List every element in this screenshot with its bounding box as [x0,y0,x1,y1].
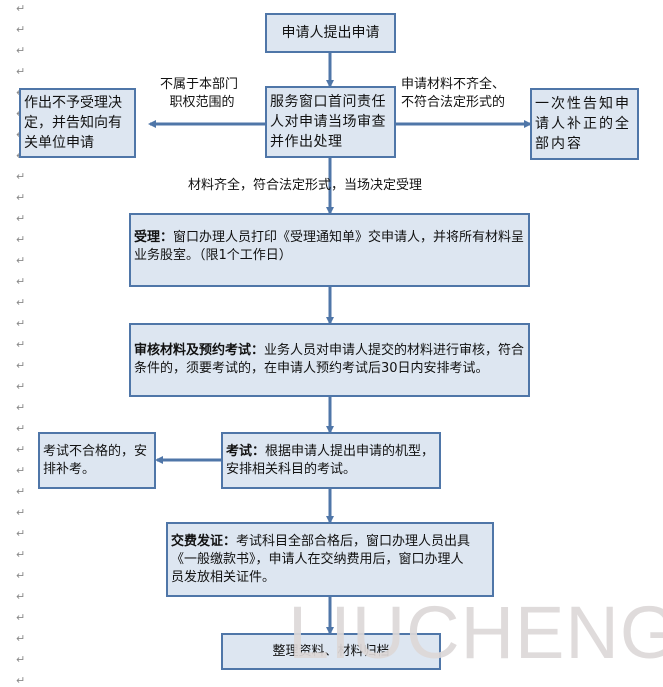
paragraph-mark-icon: ↵ [16,569,26,582]
paragraph-mark-icon: ↵ [16,380,26,393]
paragraph-mark-icon: ↵ [16,653,26,666]
node-retake: 考试不合格的，安排补考。 [38,432,156,489]
paragraph-mark-icon: ↵ [16,254,26,267]
node-audit-content: 审核材料及预约考试：业务人员对申请人提交的材料进行审核，符合条件的，须要考试的，… [134,342,525,378]
edge-label-complete: 材料齐全，符合法定形式，当场决定受理 [188,178,423,193]
paragraph-mark-icon: ↵ [16,443,26,456]
edge-label-incomplete-line1: 申请材料不齐全、 [401,77,506,92]
node-accept-title: 受理： [134,230,174,245]
paragraph-mark-icon: ↵ [16,212,26,225]
node-review: 服务窗口首问责任人对申请当场审查并作出处理 [265,86,396,158]
paragraph-mark-icon: ↵ [16,296,26,309]
node-issue: 交费发证：考试科目全部合格后，窗口办理人员出具《一般缴款书》，申请人在交纳费用后… [166,522,494,597]
edge-label-not-in-scope-line2: 职权范围的 [169,95,235,110]
paragraph-mark-icon: ↵ [16,338,26,351]
watermark: LIUCHENG [288,591,663,674]
node-exam-text: 根据申请人提出申请的机型，安排相关科目的考试。 [226,443,435,477]
paragraph-mark-icon: ↵ [16,23,26,36]
paragraph-mark-icon: ↵ [16,359,26,372]
node-accept-text: 窗口办理人员打印《受理通知单》交申请人，并将所有材料呈业务股室。（限1个工作日） [134,230,525,263]
paragraph-mark-icon: ↵ [16,401,26,414]
paragraph-mark-icon: ↵ [16,485,26,498]
node-issue-content: 交费发证：考试科目全部合格后，窗口办理人员出具《一般缴款书》，申请人在交纳费用后… [171,533,476,587]
node-retake-text: 考试不合格的，安排补考。 [43,443,148,477]
paragraph-mark-icon: ↵ [16,422,26,435]
node-apply-text: 申请人提出申请 [281,25,380,41]
paragraph-mark-icon: ↵ [16,233,26,246]
paragraph-mark-icon: ↵ [16,317,26,330]
paragraph-mark-icon: ↵ [16,65,26,78]
paragraph-mark-icon: ↵ [16,548,26,561]
paragraph-mark-icon: ↵ [16,44,26,57]
node-accept-content: 受理：窗口办理人员打印《受理通知单》交申请人，并将所有材料呈业务股室。（限1个工… [134,229,525,265]
node-audit-title: 审核材料及预约考试： [134,343,265,358]
node-notify: 一次性告知申请人补正的全部内容 [530,88,639,160]
paragraph-mark-icon: ↵ [16,2,26,15]
node-exam-content: 考试：根据申请人提出申请的机型，安排相关科目的考试。 [226,443,436,479]
node-issue-title: 交费发证： [171,533,237,549]
node-exam-title: 考试： [226,443,266,459]
paragraph-mark-icon: ↵ [16,191,26,204]
edge-label-not-in-scope-line1: 不属于本部门 [160,77,239,92]
node-audit: 审核材料及预约考试：业务人员对申请人提交的材料进行审核，符合条件的，须要考试的，… [129,323,530,397]
paragraph-mark-icon: ↵ [16,632,26,645]
paragraph-mark-icon: ↵ [16,611,26,624]
node-archive-text: 整理资料、材料归档 [272,643,390,659]
paragraph-mark-icon: ↵ [16,590,26,603]
node-issue-text: 考试科目全部合格后，窗口办理人员出具《一般缴款书》，申请人在交纳费用后，窗口办理… [171,533,471,585]
paragraph-mark-icon: ↵ [16,527,26,540]
paragraph-mark-icon: ↵ [16,464,26,477]
node-apply: 申请人提出申请 [265,13,396,53]
paragraph-mark-icon: ↵ [16,275,26,288]
node-reject-text: 作出不予受理决定，并告知向有关单位申请 [24,95,122,151]
paragraph-mark-icon: ↵ [16,506,26,519]
node-audit-text: 业务人员对申请人提交的材料进行审核，符合条件的，须要考试的，在申请人预约考试后3… [134,343,525,376]
paragraph-mark-icon: ↵ [16,674,26,687]
paragraph-mark-icon: ↵ [16,170,26,183]
edge-label-incomplete: 申请材料不齐全、 不符合法定形式的 [401,76,505,112]
node-exam: 考试：根据申请人提出申请的机型，安排相关科目的考试。 [221,432,441,489]
node-accept: 受理：窗口办理人员打印《受理通知单》交申请人，并将所有材料呈业务股室。（限1个工… [129,213,530,287]
node-notify-text: 一次性告知申请人补正的全部内容 [535,96,631,152]
node-reject: 作出不予受理决定，并告知向有关单位申请 [19,88,136,158]
edge-label-not-in-scope: 不属于本部门 职权范围的 [160,76,238,112]
node-archive: 整理资料、材料归档 [221,633,441,670]
edge-label-incomplete-line2: 不符合法定形式的 [401,95,506,110]
node-review-text: 服务窗口首问责任人对申请当场审查并作出处理 [270,94,386,150]
